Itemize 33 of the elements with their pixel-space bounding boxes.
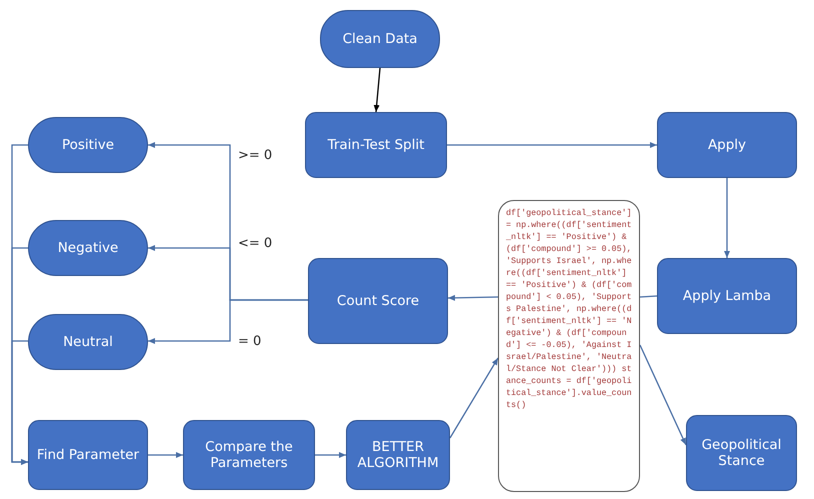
node-label: Clean Data xyxy=(342,31,418,47)
process-box xyxy=(308,258,448,344)
arrow xyxy=(374,68,381,112)
code-snippet-box xyxy=(498,200,640,492)
arrow xyxy=(148,299,308,344)
node-label: Negative xyxy=(58,240,118,256)
process-box xyxy=(183,420,315,490)
process-box xyxy=(346,420,450,490)
process-box xyxy=(657,258,797,334)
node-label: Count Score xyxy=(336,293,420,309)
arrow xyxy=(148,452,183,458)
arrow xyxy=(448,294,498,301)
node-label: Apply Lamba xyxy=(682,288,772,304)
process-box xyxy=(686,415,797,491)
node-label: Positive xyxy=(62,137,114,153)
node-label: Apply xyxy=(708,137,746,153)
node-label: BETTER ALGORITHM xyxy=(356,439,440,471)
arrow xyxy=(449,358,499,438)
node-label: Train-Test Split xyxy=(328,137,424,153)
code-text: df['geopolitical_stance'] = np.where((df['sentiment_nltk'] == 'Positive') & (df['compound'] >= 0.05), 'Supports Israel', np.where((df['sentiment_nltk'] == 'Positive') & (df['compound'] < 0.05), 'Supports Palestine', np.where((df['sentiment_nltk'] == 'Negative') & (df['compound'] <= -0.05), 'Against Israel/Palestine', 'Neutral/Stance Not Clear'))) stance_counts = df['geopolitical_stance'].value_counts() xyxy=(506,207,632,411)
arrow xyxy=(315,452,346,458)
process-box xyxy=(28,420,148,490)
terminal-pill xyxy=(320,10,440,68)
process-box xyxy=(305,112,447,178)
arrow xyxy=(11,340,28,465)
node-label: Neutral xyxy=(63,334,113,350)
arrow xyxy=(724,178,730,258)
process-box xyxy=(657,112,797,178)
node-label: Compare the Parameters xyxy=(204,439,294,471)
node-label: Find Parameter xyxy=(36,447,140,463)
arrow xyxy=(639,344,687,446)
node-label: Geopolitical Stance xyxy=(700,437,782,469)
arrow xyxy=(447,142,657,148)
